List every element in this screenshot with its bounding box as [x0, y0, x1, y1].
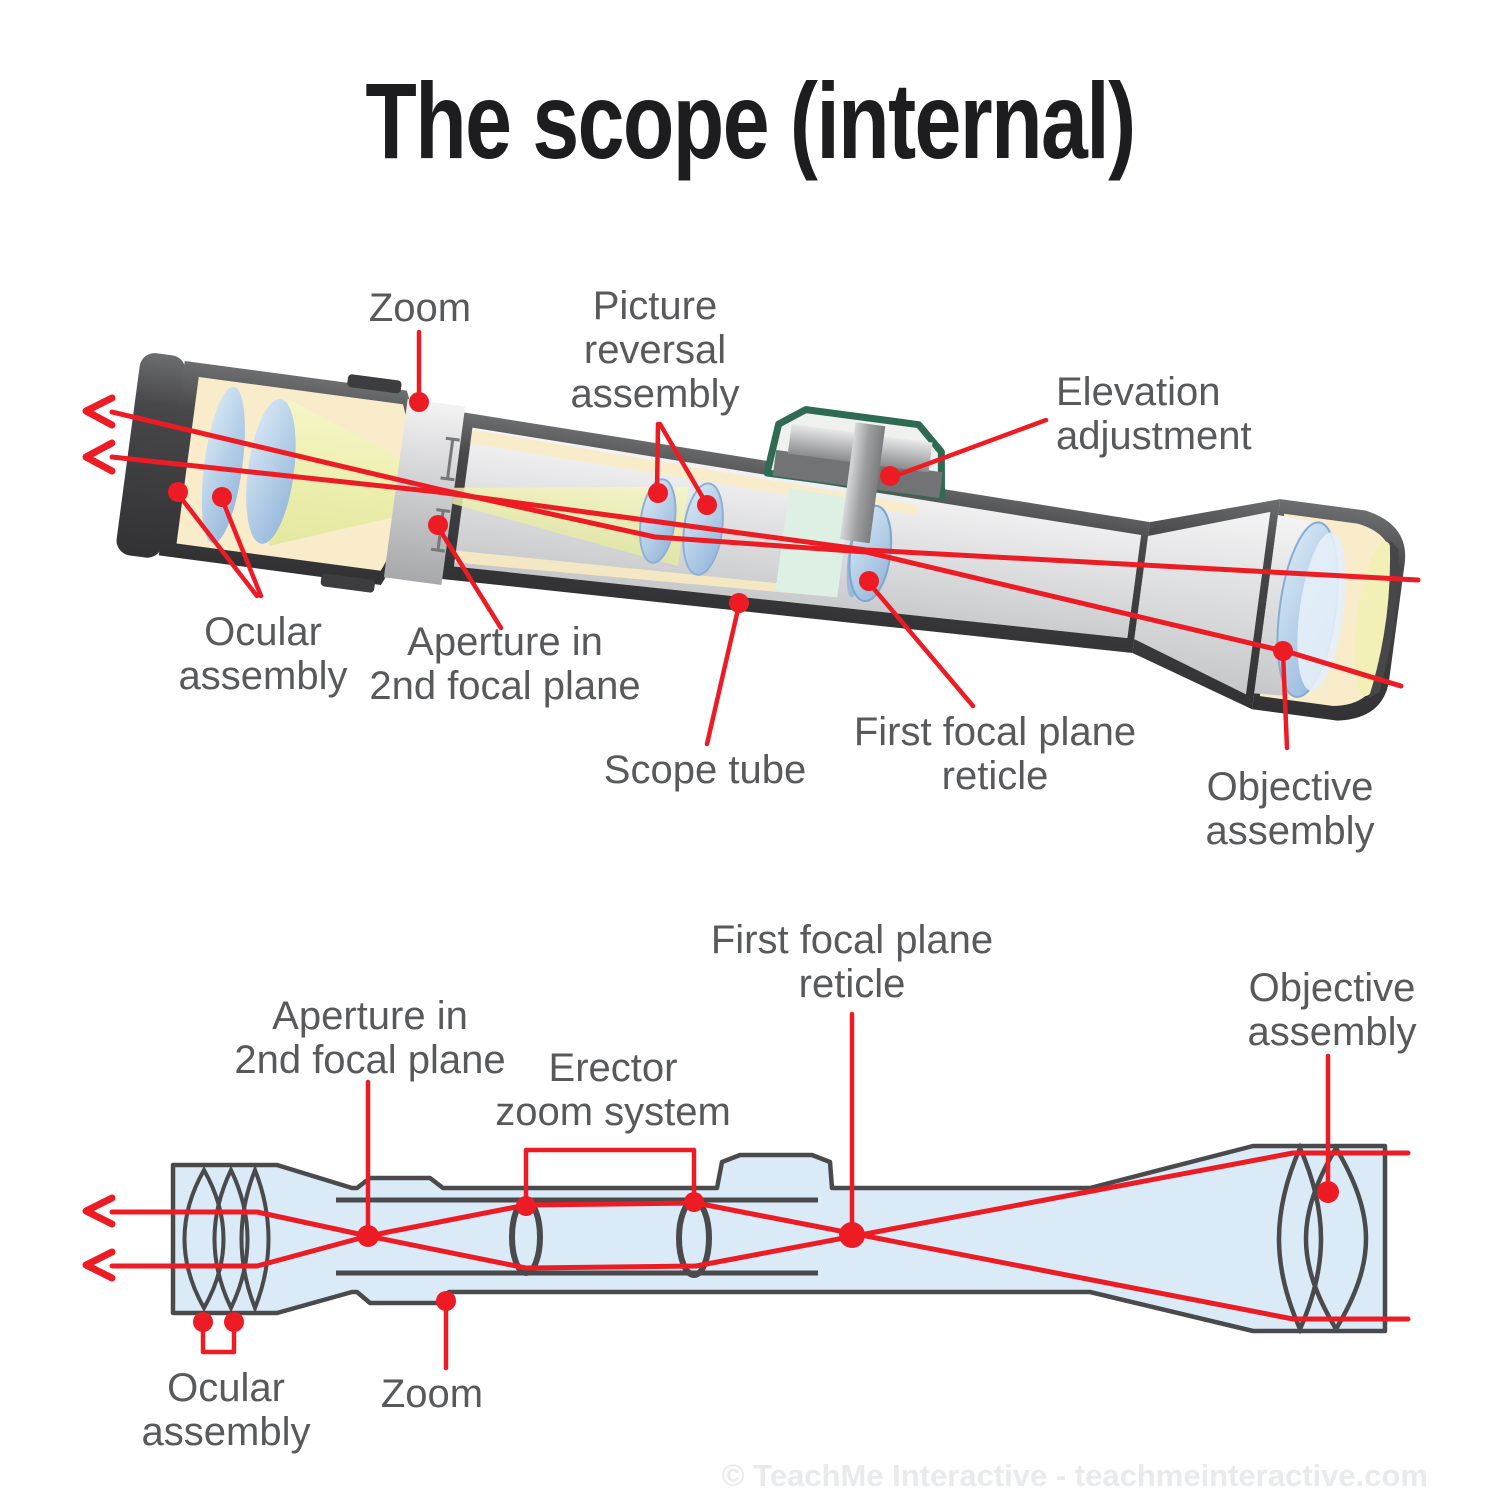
eye-cap — [116, 353, 186, 558]
light-ray — [109, 1150, 1411, 1271]
label-aperture-bottom: Aperture in 2nd focal plane — [234, 994, 506, 1082]
label-first-focal-top: First focal plane reticle — [853, 710, 1137, 798]
label-elevation-adjustment: Elevation adjustment — [1056, 370, 1252, 458]
light-ray — [109, 454, 1421, 583]
callout-dots-bottom — [193, 1181, 1339, 1332]
label-objective-top: Objective assembly — [1205, 765, 1375, 853]
ray-arrow-icon — [82, 1194, 116, 1228]
label-ocular-assembly-bottom: Ocular assembly — [141, 1366, 311, 1454]
ray-overlay-top — [82, 329, 1421, 751]
label-first-focal-bottom: First focal plane reticle — [710, 918, 994, 1006]
callout-leaders-top — [175, 329, 1290, 751]
ray-arrow-icon — [82, 394, 116, 429]
ray-arrow-icon — [82, 439, 116, 475]
objective-lens-group — [1276, 1142, 1369, 1335]
label-ocular-assembly-top: Ocular assembly — [178, 610, 348, 698]
label-scope-tube: Scope tube — [603, 748, 807, 792]
light-ray — [109, 409, 1404, 689]
watermark: © TeachMe Interactive - teachmeinteracti… — [721, 1458, 1428, 1493]
page-title: The scope (internal) — [365, 60, 1136, 181]
ocular-lens-1 — [201, 386, 245, 544]
label-objective-bottom: Objective assembly — [1247, 966, 1417, 1054]
ocular-bracket — [200, 1322, 237, 1355]
label-erector-zoom-system: Erector zoom system — [495, 1046, 731, 1134]
ocular-lens-2 — [246, 398, 296, 544]
erector-bracket — [523, 1147, 697, 1206]
label-zoom-bottom: Zoom — [380, 1372, 484, 1416]
label-picture-reversal: Picture reversal assembly — [570, 284, 740, 416]
label-aperture-top: Aperture in 2nd focal plane — [369, 620, 641, 708]
ray-arrow-icon — [82, 1248, 116, 1282]
label-zoom-top: Zoom — [368, 286, 472, 330]
callout-dots-top — [168, 392, 1293, 661]
callout-leaders-bottom — [200, 1011, 1331, 1371]
